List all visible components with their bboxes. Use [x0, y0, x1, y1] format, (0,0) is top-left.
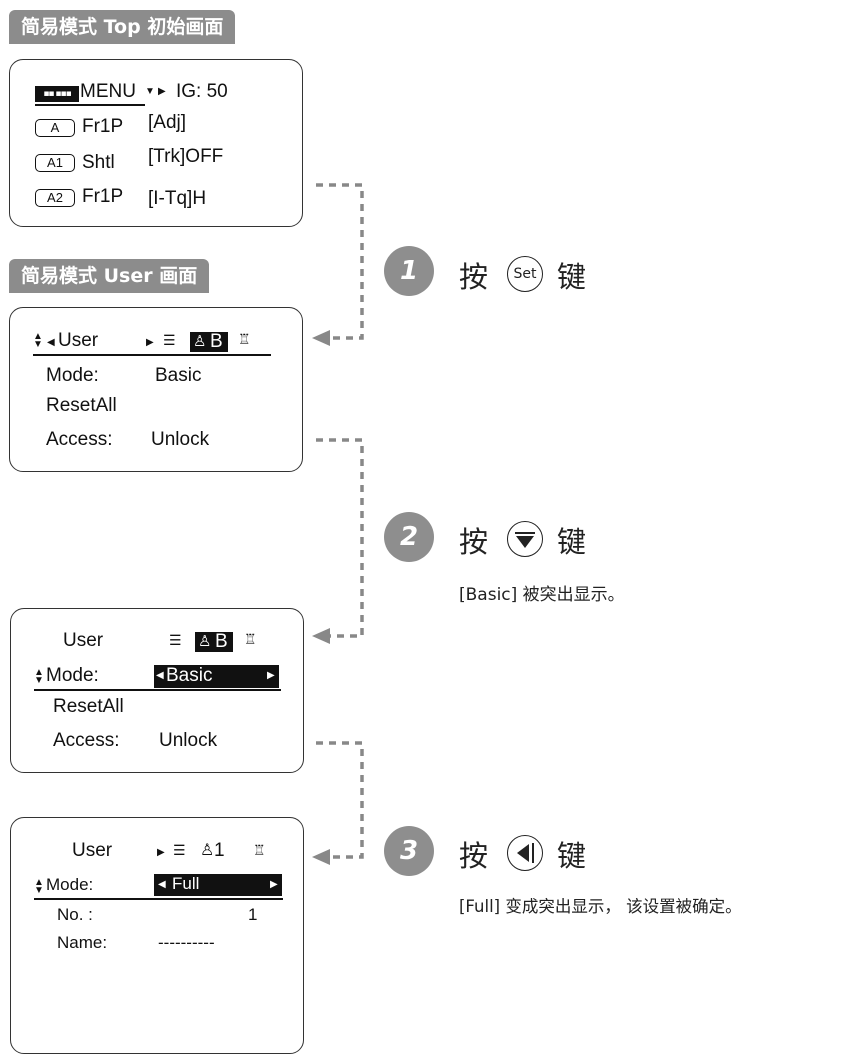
- mode-label: Mode:: [46, 665, 99, 686]
- ig-value: IG: 50: [176, 81, 228, 102]
- right-arrow-icon: ▶: [146, 337, 154, 348]
- mode-value: Basic: [155, 365, 202, 386]
- figure-icon: ♖: [253, 842, 266, 858]
- user-badge-text: 1: [214, 840, 225, 861]
- connector-2: [316, 438, 364, 638]
- right-arrow-icon-2: ▶: [270, 879, 278, 890]
- left-arrow-icon: ◀: [47, 337, 55, 348]
- person-icon: ♙: [193, 333, 207, 350]
- mode-underline: [34, 689, 281, 691]
- menu-arrow-down-icon: ▼: [145, 86, 155, 97]
- user-badge-text: B: [215, 631, 228, 652]
- user-badge-text: B: [210, 331, 223, 352]
- key-a1-label: A1: [35, 154, 75, 172]
- arrowhead-1: [312, 330, 330, 346]
- user-title: User: [72, 840, 113, 861]
- user-screen-tag: 简易模式 User 画面: [9, 259, 210, 293]
- header-underline: [33, 354, 271, 356]
- name-label: Name:: [57, 933, 108, 952]
- right-arrow-icon: ▶: [157, 847, 165, 858]
- user-screen-1: ▲▼ ◀ User ▶ ☰ ♙ B ♖ Mode: Basic ResetAll…: [9, 307, 303, 472]
- left-arrow-icon: ◀: [158, 879, 166, 890]
- step-3-suffix: 键: [557, 839, 587, 873]
- step-2-prefix: 按: [459, 525, 489, 559]
- left-arrow-icon: ◀: [156, 670, 164, 681]
- step-3-prefix: 按: [459, 839, 489, 873]
- step-1-suffix: 键: [557, 260, 587, 294]
- user-badge: ♙ B: [190, 331, 228, 352]
- menu-label: MENU: [80, 81, 136, 102]
- person-icon: ♙: [200, 842, 215, 859]
- right-arrow-icon: ▶: [267, 670, 275, 681]
- menu-icon: ▪▪ ▪▪▪: [35, 86, 79, 102]
- down-triangle-icon: [515, 532, 535, 548]
- menu-underline: [35, 104, 145, 106]
- updown-icon: ▲▼: [34, 877, 44, 896]
- row-a2-value: [I-Tq]H: [148, 188, 207, 209]
- resetall-label: ResetAll: [46, 395, 117, 416]
- step-3-note: [Full] 变成突出显示， 该设置被确定。: [459, 897, 742, 916]
- step-1-badge: 1: [384, 246, 434, 296]
- user-screen-tag-text: 简易模式 User 画面: [21, 265, 198, 287]
- mode-label: Mode:: [46, 875, 94, 894]
- name-value: ----------: [158, 933, 215, 952]
- left-key-icon: [507, 835, 543, 871]
- user-title: User: [63, 630, 104, 651]
- arrowhead-2: [312, 628, 330, 644]
- set-key-icon: Set: [507, 256, 543, 292]
- list-icon: ☰: [173, 842, 186, 858]
- top-screen-tag: 简易模式 Top 初始画面: [9, 10, 236, 44]
- step-2-note: [Basic] 被突出显示。: [459, 585, 625, 605]
- step-3-badge: 3: [384, 826, 434, 876]
- arrowhead-3: [312, 849, 330, 865]
- mode-value-highlight: ◀ Basic ▶: [154, 665, 279, 688]
- row-a2-name: Fr1P: [82, 186, 124, 207]
- top-screen-tag-text: 简易模式 Top 初始画面: [21, 16, 224, 38]
- updown-icon: ▲▼: [34, 667, 44, 686]
- figure-icon: ♖: [238, 331, 251, 347]
- connector-3: [316, 741, 364, 859]
- user-screen-3: User ▶ ☰ ♙ 1 ♖ ▲▼ Mode: ◀ Full ▶ No. : 1…: [10, 817, 304, 1054]
- menu-arrow-right-icon: ▶: [158, 86, 166, 97]
- row-a1-value: [Trk]OFF: [148, 146, 224, 167]
- resetall-label: ResetAll: [53, 696, 124, 717]
- access-label: Access:: [46, 429, 113, 450]
- updown-icon: ▲▼: [33, 331, 43, 350]
- access-label: Access:: [53, 730, 120, 751]
- access-value: Unlock: [159, 730, 218, 751]
- person-icon: ♙: [198, 633, 212, 650]
- row-a-name: Fr1P: [82, 116, 124, 137]
- down-key-icon: [507, 521, 543, 557]
- key-a2-label: A2: [35, 189, 75, 207]
- left-triangle-icon: [517, 843, 534, 863]
- mode-underline: [34, 898, 283, 900]
- list-icon: ☰: [163, 332, 176, 348]
- step-2-badge: 2: [384, 512, 434, 562]
- step-2-suffix: 键: [557, 525, 587, 559]
- key-a-label: A: [35, 119, 75, 137]
- figure-icon: ♖: [244, 631, 257, 647]
- user-screen-2: User ☰ ♙ B ♖ ▲▼ Mode: ◀ Basic ▶ ResetAll…: [10, 608, 304, 773]
- row-a1-name: Shtl: [82, 152, 115, 173]
- row-a-value: [Adj]: [148, 112, 187, 133]
- access-value: Unlock: [151, 429, 210, 450]
- mode-value: Full: [172, 874, 200, 893]
- connector-1: [316, 183, 364, 340]
- user-badge: ♙ B: [195, 631, 233, 652]
- user-title: User: [58, 330, 99, 351]
- step-1-prefix: 按: [459, 260, 489, 294]
- mode-label: Mode:: [46, 365, 99, 386]
- list-icon: ☰: [169, 632, 182, 648]
- mode-value-highlight: ◀ Full ▶: [154, 874, 282, 896]
- mode-value: Basic: [166, 665, 213, 686]
- no-value: 1: [248, 905, 258, 924]
- top-screen-panel: ▪▪ ▪▪▪ MENU ▼ ▶ IG: 50 A Fr1P [Adj] A1 S…: [9, 59, 303, 227]
- no-label: No. :: [57, 905, 93, 924]
